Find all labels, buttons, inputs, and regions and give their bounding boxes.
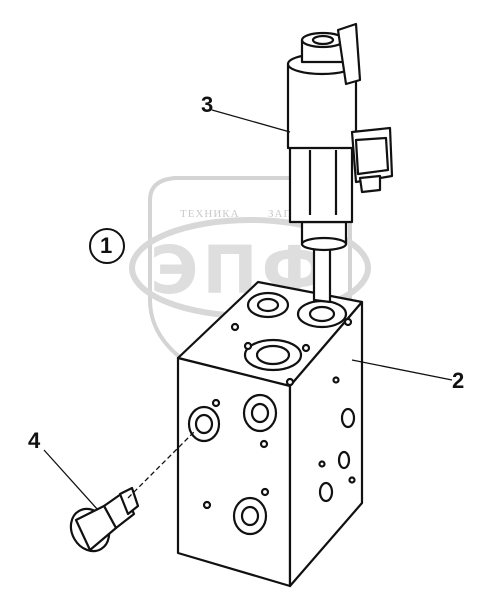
leader-line-4 [43,449,99,511]
callout-circle-1 [89,228,125,264]
valve-block [176,280,364,588]
leader-line-2 [351,359,453,381]
callout-3: 3 [201,92,214,117]
callout-2: 2 [452,368,465,393]
solenoid-valve [286,22,394,304]
callout-4: 4 [28,428,41,453]
plug-fitting [69,486,140,553]
leader-line-3 [211,109,291,133]
callout-1: 1 [100,233,113,258]
watermark-text-left: ТЕХНИКА [180,208,240,220]
assembly-line-plug [127,429,197,499]
